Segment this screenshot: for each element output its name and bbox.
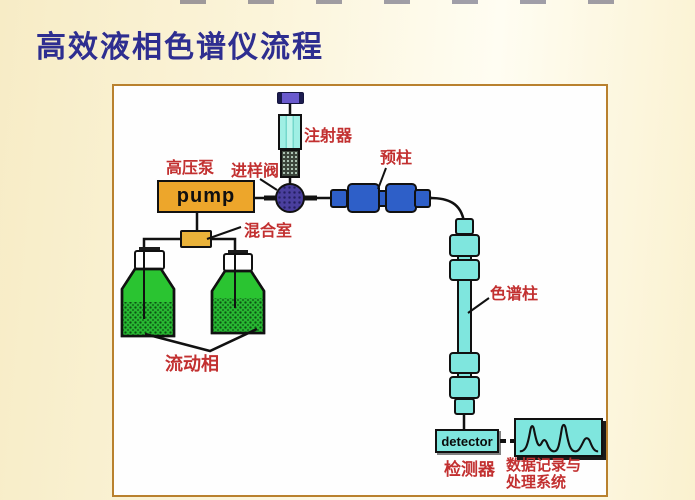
data-system-box bbox=[514, 418, 603, 457]
mixing-chamber-box bbox=[180, 230, 212, 248]
pump-box: pump bbox=[157, 180, 255, 213]
pump-text: pump bbox=[176, 185, 236, 207]
diagram-panel: pump detector bbox=[112, 84, 608, 497]
syringe-plunger-cap bbox=[277, 92, 304, 104]
detector-box: detector bbox=[435, 429, 499, 453]
diagram-wiring bbox=[120, 103, 514, 443]
solvent-bottle-left bbox=[120, 247, 176, 338]
syringe-needle-hub bbox=[280, 149, 300, 178]
chromatogram-icon bbox=[519, 423, 599, 452]
analytical-column bbox=[449, 218, 480, 415]
page-title: 高效液相色谱仪流程 bbox=[36, 31, 324, 64]
guard-column-fittings bbox=[330, 183, 431, 213]
detector-text: detector bbox=[441, 433, 493, 449]
injection-valve bbox=[275, 183, 305, 213]
top-edge-artifacts bbox=[180, 0, 650, 4]
diagram-devices: pump detector bbox=[114, 86, 606, 495]
syringe-barrel bbox=[278, 114, 302, 150]
